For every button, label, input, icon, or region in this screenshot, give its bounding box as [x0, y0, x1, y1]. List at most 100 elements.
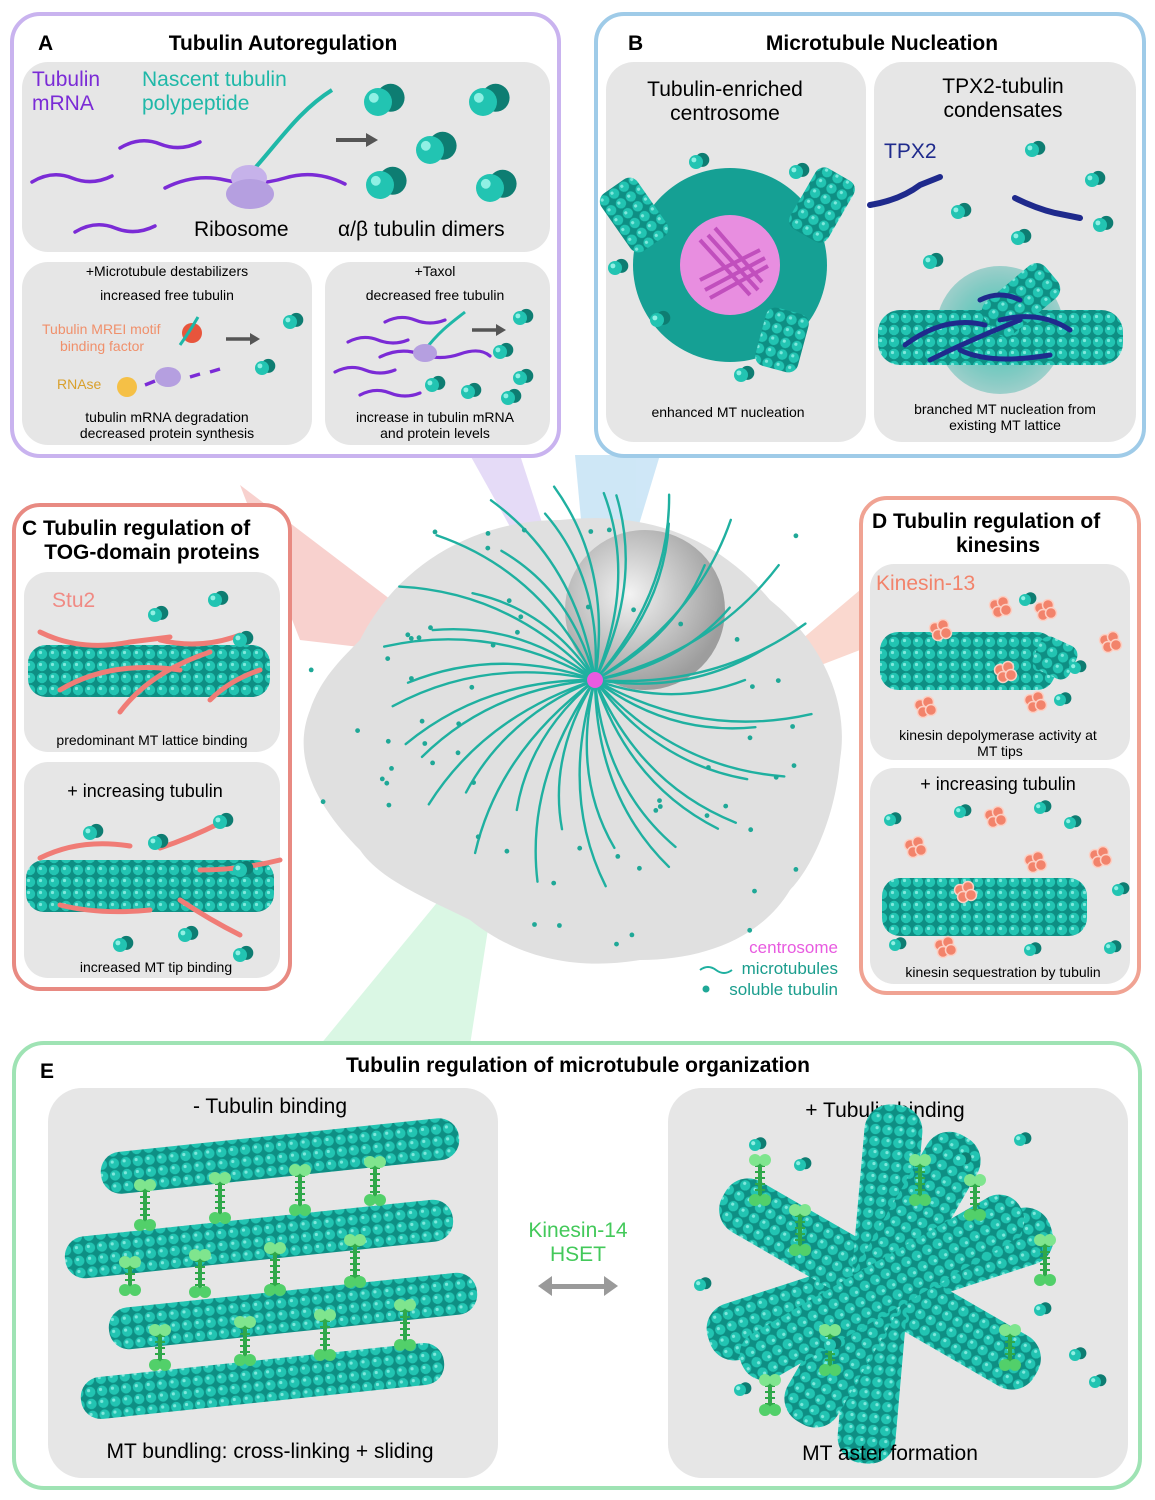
tubulin-dimer [1025, 140, 1046, 157]
tubulin-dimer [1104, 940, 1122, 954]
cell-microtubule [404, 678, 597, 746]
cell-microtubule [593, 678, 720, 830]
tubulin-dimer [178, 925, 199, 942]
cell-microtubule [593, 647, 766, 685]
tubulin-dimer [233, 945, 254, 962]
tubulin-dimer [1034, 1302, 1052, 1316]
soluble-tubulin-dot [791, 763, 797, 768]
legend-centrosome: centrosome [749, 938, 838, 957]
sub1-title-2: increased free tubulin [100, 287, 234, 303]
mrei-label-2: binding factor [60, 338, 144, 354]
soluble-tubulin-dot [750, 684, 755, 689]
soluble-tubulin-dot [385, 738, 391, 744]
panel-a-sub1 [22, 262, 312, 445]
tubulin-dimer [1112, 882, 1130, 896]
soluble-tubulin-dot [430, 760, 435, 766]
cell-microtubule [593, 678, 757, 730]
panel-d-bottom [870, 768, 1130, 984]
soluble-tubulin-dot [408, 636, 414, 641]
b-left-title-1: Tubulin-enriched [647, 78, 803, 101]
soluble-tubulin-dot [485, 531, 491, 536]
tubulin-dimer [923, 252, 944, 269]
tubulin-dimer [954, 804, 972, 818]
kinesin13-motor [928, 618, 953, 642]
panel-b-letter: B [628, 32, 643, 55]
sub2-caption-2: and protein levels [380, 425, 490, 441]
kinesin13-motor [1033, 598, 1058, 622]
sub1-caption-1: tubulin mRNA degradation [85, 409, 248, 425]
tubulin-dimer [749, 1137, 767, 1151]
tpx2-molecules [867, 174, 1083, 221]
soluble-tubulin-dot [405, 632, 411, 638]
soluble-tubulin-dot [504, 848, 510, 854]
d-caption-top-1: kinesin depolymerase activity at [899, 727, 1097, 743]
cell-microtubule [431, 628, 597, 682]
tubulin-dimer [1011, 228, 1032, 245]
tubulin-dimer [416, 131, 457, 164]
soluble-tubulin-dot [471, 780, 476, 785]
soluble-tubulin-dot [551, 880, 557, 886]
soluble-tubulin-dot [320, 799, 326, 805]
sub2-title-2: decreased free tubulin [366, 287, 505, 303]
soluble-tubulin-dot [490, 642, 496, 648]
tpx2-label: TPX2 [884, 140, 937, 163]
tubulin-dimer [476, 169, 517, 202]
cell-microtubule [593, 494, 627, 682]
soluble-tubulin-dot [637, 865, 642, 871]
tubulin-dimer [1014, 1132, 1032, 1146]
soluble-tubulin-dot [485, 545, 491, 551]
panel-b: B Microtubule Nucleation Tubulin-enriche… [594, 12, 1146, 458]
b-right-title-2: condensates [943, 99, 1062, 122]
cell-microtubule [593, 493, 671, 682]
soluble-tubulin-dot [506, 598, 512, 604]
ribosome-large [226, 179, 274, 209]
tubulin-dimer [789, 162, 810, 179]
cell-microtubule [534, 678, 597, 883]
e-right-caption: MT aster formation [802, 1442, 978, 1465]
tubulin-dimer [694, 1277, 712, 1291]
kinesin14-motor [344, 1234, 366, 1288]
kinesin14-motor [789, 1204, 811, 1256]
cell-microtubule [593, 678, 671, 869]
soluble-tubulin-dot [704, 813, 710, 818]
cell-microtubule [427, 678, 597, 806]
cell-microtubules [383, 485, 813, 888]
mrei-factor-icon [182, 323, 202, 343]
panel-d: D Tubulin regulation of kinesins Kinesin… [859, 496, 1141, 995]
b-mt-left [599, 177, 669, 253]
tubulin-dimer [364, 83, 405, 116]
tubulin-dimer [208, 590, 229, 607]
panel-a-letter: A [38, 32, 53, 55]
soluble-tubulin-dot [629, 932, 635, 938]
cell-microtubule [593, 678, 677, 849]
cell-microtubule [593, 678, 747, 696]
soluble-tubulin-dot [775, 678, 781, 683]
mrna-label-1: Tubulin [32, 68, 100, 91]
tubulin-dimer [1064, 815, 1082, 829]
mt-bundle [64, 1118, 478, 1419]
rnase-icon [117, 377, 137, 397]
b-right-title-1: TPX2-tubulin [942, 75, 1063, 98]
cell-microtubule [593, 678, 813, 723]
soluble-tubulin-dot [585, 604, 591, 610]
cell-microtubule [552, 485, 601, 682]
legend-microtubules: microtubules [742, 959, 838, 978]
tubulin-dimer [213, 812, 234, 829]
soluble-tubulin-dot [557, 923, 562, 928]
b-right-caption-1: branched MT nucleation from [914, 401, 1096, 417]
c-top-mt [28, 645, 270, 697]
tubulin-dimers [364, 83, 517, 202]
tubulin-dimer [1093, 215, 1114, 232]
soluble-tubulin-dot [657, 804, 663, 809]
b-right-caption-2: existing MT lattice [949, 417, 1061, 433]
tubulin-dimer [1019, 592, 1037, 606]
kinesin14-motor [134, 1179, 156, 1231]
kinesin13-motor [1088, 845, 1113, 869]
panel-e-letter: E [40, 1060, 54, 1083]
cell-microtubule [593, 678, 737, 824]
e-left-title: - Tubulin binding [193, 1095, 347, 1118]
soluble-tubulin-dot [614, 941, 619, 947]
sub2-caption-1: increase in tubulin mRNA [356, 409, 515, 425]
soluble-tubulin-dot [706, 765, 711, 770]
